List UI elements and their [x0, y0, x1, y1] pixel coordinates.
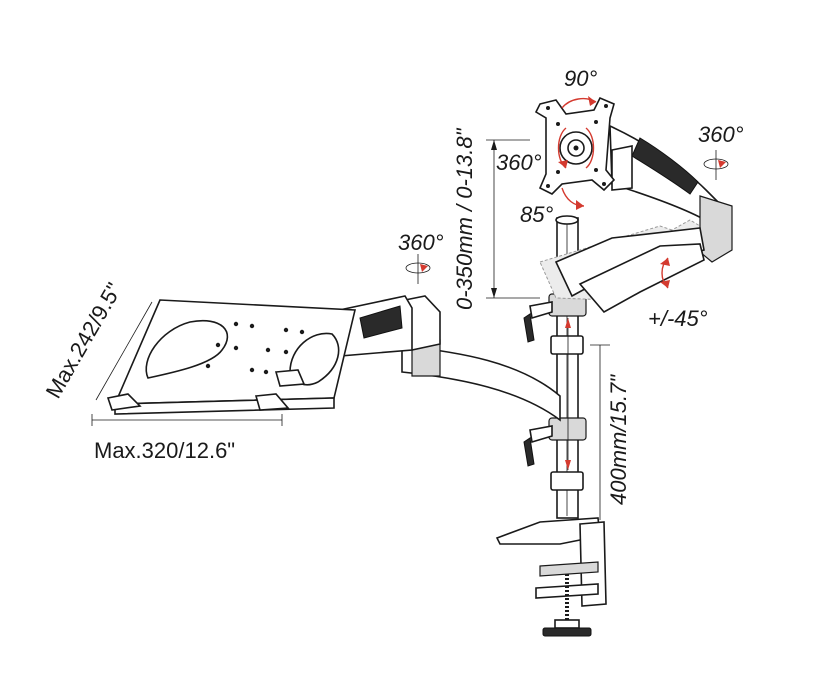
rotation-arrow-vesa-icon: [557, 127, 595, 169]
upper-swivel-label: 360°: [698, 122, 744, 147]
height-adjust-dimension: [486, 139, 540, 299]
tension-knobs: [523, 301, 553, 467]
vesa-plate: [534, 96, 616, 195]
tray-width-label: Max.320/12.6": [94, 438, 235, 463]
tray-dimensions: [91, 301, 283, 426]
tray-depth-label: Max.242/9.5": [41, 278, 127, 402]
vesa-rotation-label: 360°: [496, 150, 542, 175]
pole-height-label: 400mm/15.7": [606, 374, 631, 505]
arm-tilt-arrow-icon: [660, 257, 670, 289]
pole-height-dimension: [590, 344, 610, 520]
height-adjust-label: 0-350mm / 0-13.8": [452, 127, 477, 310]
desk-clamp: [495, 517, 607, 637]
laptop-tray: [106, 299, 357, 415]
upper-arm: [554, 124, 733, 314]
rotation-arrow-top-icon: [561, 96, 597, 109]
tilt-label: 85°: [520, 202, 553, 227]
swivel-arrow-lower-icon: [405, 254, 431, 284]
swivel-arrow-upper-icon: [703, 150, 729, 180]
arm-tilt-label: +/-45°: [648, 306, 708, 331]
lower-swivel-label: 360°: [398, 230, 444, 255]
tilt-arrow-icon: [561, 187, 585, 210]
top-rotation-label: 90°: [564, 66, 597, 91]
